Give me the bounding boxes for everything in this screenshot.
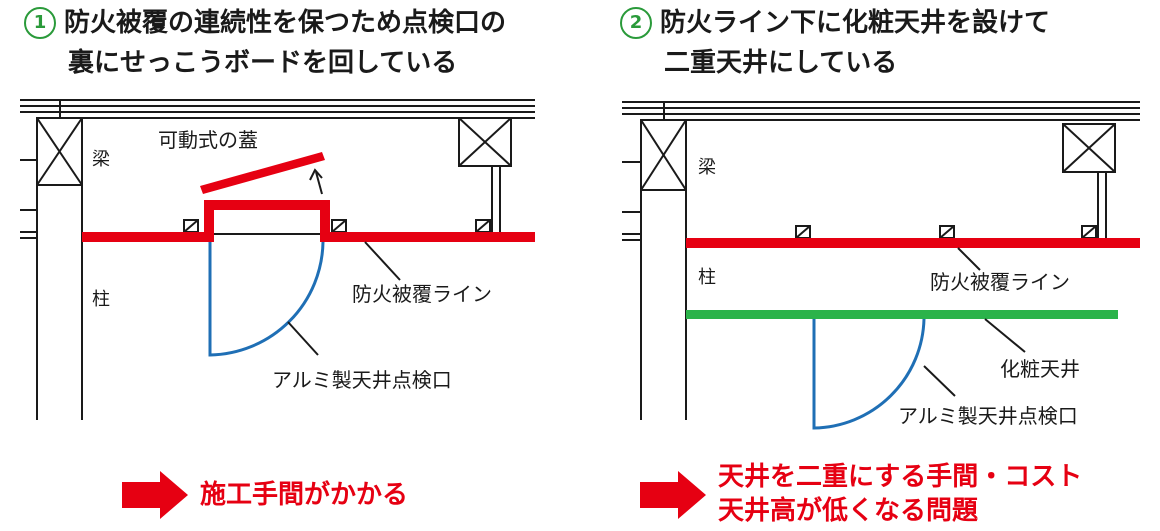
left-label-hatch: アルミ製天井点検口 [272, 368, 452, 392]
left-column [20, 117, 83, 420]
right-leaders [923, 247, 1026, 397]
right-column [622, 119, 687, 420]
right-title: 2 防火ライン下に化粧天井を設けて [620, 4, 1050, 42]
left-number-badge: 1 [24, 7, 56, 39]
right-title-line1: 防火ライン下に化粧天井を設けて [660, 8, 1051, 38]
left-joists [183, 219, 491, 233]
right-diagram [622, 101, 1140, 519]
left-title: 1 防火被覆の連続性を保つため点検口の [24, 4, 506, 42]
left-result-arrow [122, 471, 188, 519]
right-finish-ceiling [686, 310, 1118, 319]
left-title-line2: 裏にせっこうボードを回している [68, 48, 458, 78]
left-slab [20, 99, 535, 119]
left-lid [200, 152, 325, 194]
right-title-line2: 二重天井にしている [664, 48, 898, 78]
right-label-hatch: アルミ製天井点検口 [898, 404, 1078, 428]
left-diagram [20, 99, 535, 519]
right-hatch-door [812, 318, 926, 430]
right-slab [622, 101, 1140, 121]
left-beam-right [458, 117, 512, 232]
left-label-lid: 可動式の蓋 [158, 128, 258, 152]
right-label-beam: 梁 [698, 157, 716, 178]
left-title-line1: 防火被覆の連続性を保つため点検口の [64, 8, 507, 38]
right-label-finish-ceiling: 化粧天井 [1000, 357, 1080, 381]
right-result-arrow [640, 471, 706, 519]
right-beam-right [1062, 123, 1116, 238]
left-hatch-door [208, 241, 325, 357]
left-label-column: 柱 [92, 289, 110, 310]
right-result-line1: 天井を二重にする手間・コスト [718, 462, 1083, 492]
left-label-beam: 梁 [92, 149, 110, 170]
right-label-column: 柱 [698, 267, 716, 288]
right-joists [795, 225, 1097, 239]
left-label-fire-line: 防火被覆ライン [352, 282, 492, 306]
right-number-badge: 2 [620, 7, 652, 39]
right-result-line2: 天井高が低くなる問題 [718, 496, 979, 526]
left-lid-arrow [309, 168, 323, 195]
right-fire-line [686, 238, 1140, 248]
left-result-text: 施工手間がかかる [200, 480, 409, 510]
right-label-fire-line: 防火被覆ライン [930, 270, 1070, 294]
left-leaders [287, 241, 401, 356]
left-fire-line [82, 200, 535, 242]
